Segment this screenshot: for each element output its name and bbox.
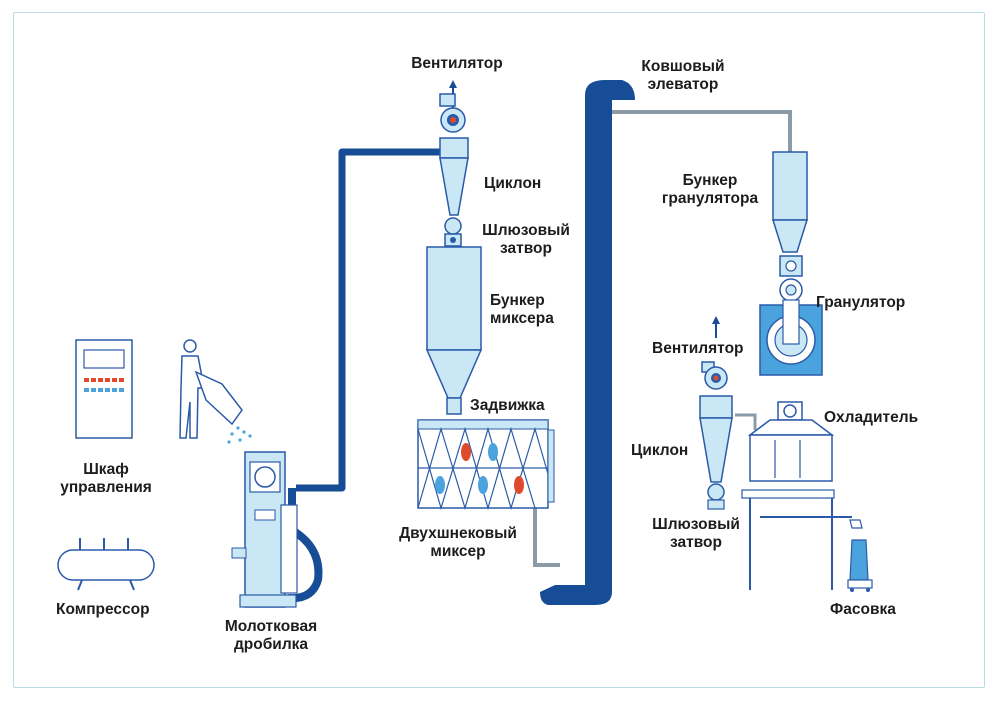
label-twin-mixer: Двухшнековый миксер (399, 525, 517, 560)
top-fan-icon (439, 80, 466, 133)
label-fan-right: Вентилятор (652, 340, 744, 357)
label-airlock-right: Шлюзовый затвор (652, 516, 740, 551)
label-gate-valve: Задвижка (470, 397, 545, 414)
worker-icon (179, 339, 252, 444)
label-cooler: Охладитель (824, 409, 919, 426)
mill-to-cyclone-pipe (296, 148, 440, 492)
twin-mixer-icon (417, 419, 555, 511)
label-hammer-mill: Молотковая дробилка (224, 618, 318, 653)
bucket-elevator (540, 80, 635, 605)
label-airlock-top: Шлюзовый затвор (482, 222, 570, 257)
top-airlock-icon (444, 217, 462, 247)
label-cyclone-top: Циклон (484, 175, 542, 192)
label-control-cabinet: Шкаф управления (60, 461, 152, 496)
top-cyclone-icon (439, 137, 469, 216)
elevator-to-granulator-pipe (612, 110, 792, 152)
label-compressor: Компрессор (56, 601, 150, 618)
granulator-hopper-icon (771, 151, 809, 253)
cyclone-to-cooler-pipe (735, 413, 757, 430)
packing-icon (847, 539, 873, 592)
right-fan-icon (701, 316, 728, 390)
right-airlock-icon (707, 483, 725, 510)
label-cyclone-right: Циклон (631, 442, 689, 459)
mixer-hopper-icon (425, 246, 483, 415)
label-packing: Фасовка (830, 601, 896, 618)
right-cyclone-icon (699, 395, 733, 483)
label-granulator-hopper: Бункер гранулятора (661, 172, 759, 207)
compressor-icon (57, 538, 155, 591)
hammer-mill-icon (231, 451, 298, 608)
label-granulator: Гранулятор (816, 294, 906, 311)
granulator-icon (759, 255, 823, 376)
border-frame (13, 12, 985, 688)
control-cabinet-icon (75, 339, 133, 439)
label-bucket-elevator: Ковшовый элеватор (641, 58, 725, 93)
label-fan-top: Вентилятор (411, 55, 503, 72)
hammer-mill-elbow-pipe (287, 488, 323, 603)
label-mixer-hopper: Бункер миксера (490, 292, 554, 327)
mixer-drain-pipe (533, 505, 560, 567)
cooler-icon (741, 401, 863, 590)
